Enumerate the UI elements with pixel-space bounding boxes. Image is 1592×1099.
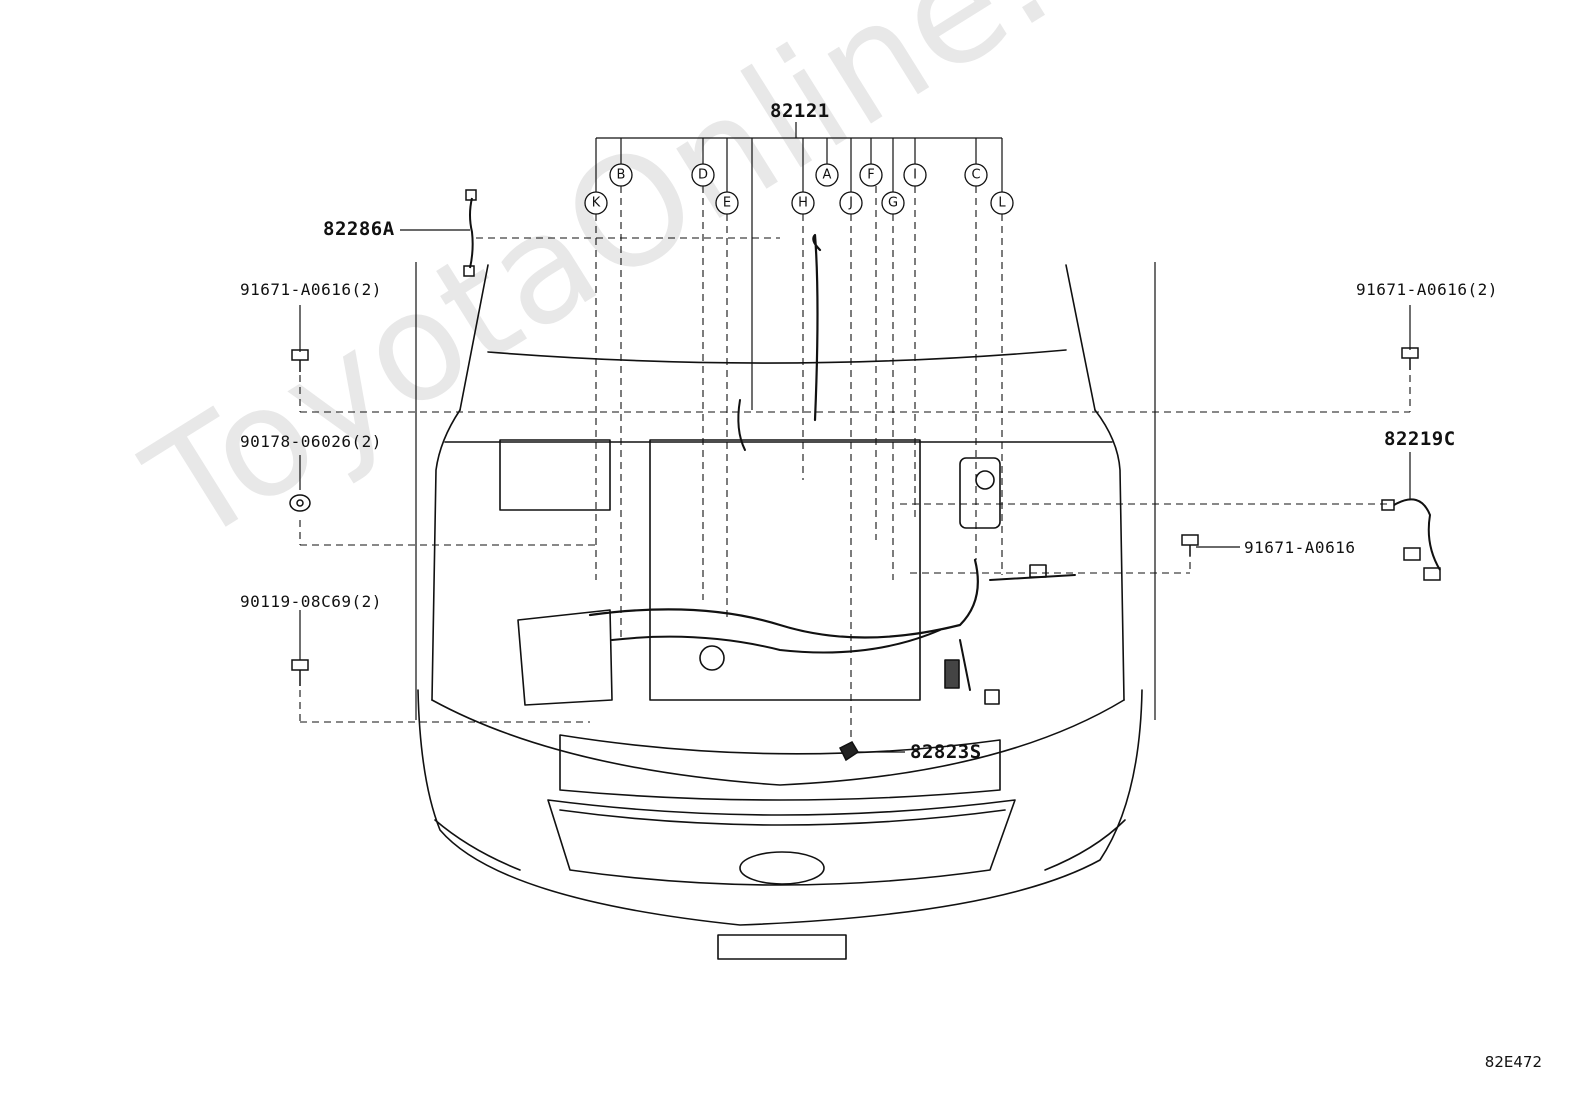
callout-C xyxy=(964,163,988,187)
callout-letter: I xyxy=(913,168,917,183)
harness-main xyxy=(588,558,979,639)
body-outline-left xyxy=(459,264,489,411)
connector xyxy=(1029,564,1047,578)
bolt-icon xyxy=(291,659,309,686)
part-label-bolt[interactable]: 91671-A0616(2) xyxy=(240,280,382,299)
callout-letter: F xyxy=(867,168,874,183)
diagram-code: 82E472 xyxy=(1484,1053,1542,1071)
callout-I xyxy=(903,163,927,187)
callout-B xyxy=(609,163,633,187)
bumper-upper-line xyxy=(431,699,1125,786)
body-outline-right xyxy=(1065,264,1096,411)
callout-letter: A xyxy=(823,168,832,183)
callout-letter: H xyxy=(798,196,808,211)
part-label-bolt[interactable]: 91671-A0616 xyxy=(1244,538,1356,557)
callout-F xyxy=(859,163,883,187)
callout-letter: G xyxy=(888,196,898,211)
callout-letter: E xyxy=(723,196,731,211)
part-label-bolt[interactable]: 91671-A0616(2) xyxy=(1356,280,1498,299)
engine-block xyxy=(649,439,921,701)
callout-J xyxy=(839,191,863,215)
fender-left xyxy=(431,409,461,701)
part-label-sensor-wire[interactable]: 82286A xyxy=(323,218,395,240)
part-label-connector[interactable]: 82823S xyxy=(910,741,982,763)
part-label-nut[interactable]: 90178-06026(2) xyxy=(240,432,382,451)
front-panel xyxy=(559,734,1001,801)
license-plate xyxy=(717,934,847,960)
part-label-wire[interactable]: 82219C xyxy=(1384,428,1456,450)
callout-letter: J xyxy=(848,196,853,211)
callout-K xyxy=(584,191,608,215)
callout-circles xyxy=(584,163,1014,215)
callout-L xyxy=(990,191,1014,215)
part-label-main-harness[interactable]: 82121 xyxy=(770,100,830,122)
cap xyxy=(975,470,995,490)
callout-D xyxy=(691,163,715,187)
callout-E xyxy=(715,191,739,215)
pulley xyxy=(699,645,725,671)
callout-A xyxy=(815,163,839,187)
callout-letter: D xyxy=(698,168,708,183)
callout-H xyxy=(791,191,815,215)
harness-upper-branch xyxy=(812,233,822,422)
callout-letter: B xyxy=(617,168,626,183)
grille xyxy=(547,799,1016,886)
connector xyxy=(984,689,1000,705)
air-box xyxy=(517,609,613,706)
bolt-icon xyxy=(291,349,309,372)
callout-letter: L xyxy=(998,196,1006,211)
fender-right xyxy=(1094,409,1125,701)
reservoir xyxy=(959,457,1001,529)
nut-icon xyxy=(289,494,311,512)
callout-G xyxy=(881,191,905,215)
part-label-bolt[interactable]: 90119-08C69(2) xyxy=(240,592,382,611)
connector xyxy=(944,659,960,689)
bolt-icon xyxy=(1181,534,1199,556)
callout-letter: C xyxy=(971,168,980,183)
callout-letter: K xyxy=(592,196,601,211)
bumper xyxy=(417,689,1143,926)
emblem xyxy=(739,851,825,885)
cowl-line xyxy=(487,349,1067,364)
battery-box xyxy=(499,439,611,511)
bolt-icon xyxy=(1401,347,1419,370)
